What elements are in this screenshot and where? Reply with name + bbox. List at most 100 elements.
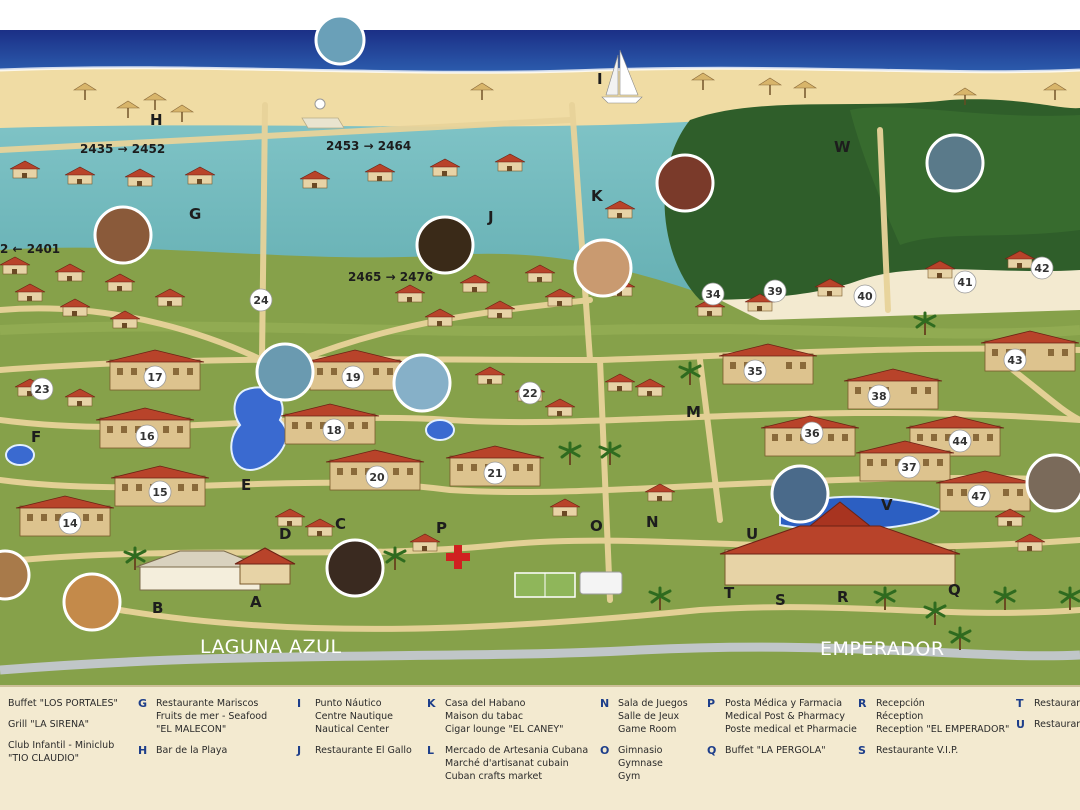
resort-map: 2435 → 2452 2453 → 2464 2465 → 2476 2 ← … bbox=[0, 0, 1080, 685]
marker-41[interactable]: 41 bbox=[953, 270, 977, 294]
marker-V[interactable]: V bbox=[881, 496, 893, 514]
marker-20-label: 20 bbox=[369, 471, 385, 484]
marker-K[interactable]: K bbox=[591, 187, 604, 205]
marker-41-label: 41 bbox=[957, 276, 972, 289]
marker-F[interactable]: F bbox=[31, 428, 41, 446]
legend-text: Restaurant bbox=[1034, 719, 1080, 730]
legend-letter: I bbox=[297, 697, 302, 710]
marker-40-label: 40 bbox=[857, 290, 873, 303]
marker-R[interactable]: R bbox=[837, 588, 849, 606]
marker-B[interactable]: B bbox=[152, 599, 163, 617]
legend-item: U Restaurant bbox=[1016, 718, 1080, 731]
marker-O[interactable]: O bbox=[590, 517, 603, 535]
legend-text: Restaurant bbox=[1034, 698, 1080, 709]
marker-24[interactable]: 24 bbox=[249, 288, 273, 312]
marker-C[interactable]: C bbox=[335, 515, 346, 533]
marker-H[interactable]: H bbox=[150, 111, 163, 129]
marker-19[interactable]: 19 bbox=[341, 365, 365, 389]
legend-text: Restaurante El Gallo bbox=[315, 745, 412, 756]
marker-34[interactable]: 34 bbox=[701, 282, 725, 306]
marker-14[interactable]: 14 bbox=[58, 511, 82, 535]
marker-Q[interactable]: Q bbox=[948, 581, 961, 599]
legend-text: Bar de la Playa bbox=[156, 745, 228, 756]
marker-21-label: 21 bbox=[487, 467, 502, 480]
marker-P[interactable]: P bbox=[436, 519, 447, 537]
marker-47-label: 47 bbox=[971, 490, 986, 503]
marker-37[interactable]: 37 bbox=[897, 455, 921, 479]
legend-letter: H bbox=[138, 744, 148, 757]
legend-text: Casa del Habano Maison du tabac Cigar lo… bbox=[445, 698, 564, 735]
marker-S[interactable]: S bbox=[775, 591, 786, 609]
marker-36[interactable]: 36 bbox=[800, 421, 824, 445]
marker-24-label: 24 bbox=[253, 294, 269, 307]
marker-47[interactable]: 47 bbox=[967, 484, 991, 508]
marker-N[interactable]: N bbox=[646, 513, 659, 531]
legend-item: G Restaurante Mariscos Fruits de mer - Se… bbox=[138, 697, 267, 736]
legend-letter: J bbox=[297, 744, 302, 757]
marker-22[interactable]: 22 bbox=[518, 381, 542, 405]
legend-letter: G bbox=[138, 697, 148, 710]
marker-16[interactable]: 16 bbox=[135, 424, 159, 448]
marker-E[interactable]: E bbox=[241, 476, 251, 494]
map-legend: Buffet "LOS PORTALES"Grill "LA SIRENA"Cl… bbox=[0, 685, 1080, 810]
marker-16-label: 16 bbox=[139, 430, 155, 443]
marker-T[interactable]: T bbox=[724, 584, 735, 602]
marker-G[interactable]: G bbox=[189, 205, 201, 223]
legend-letter: L bbox=[427, 744, 435, 757]
legend-letter: P bbox=[707, 697, 716, 710]
room-range-2453-2464: 2453 → 2464 bbox=[326, 139, 411, 153]
marker-35[interactable]: 35 bbox=[743, 359, 767, 383]
marker-J[interactable]: J bbox=[487, 208, 494, 226]
room-range-2401: 2 ← 2401 bbox=[0, 242, 60, 256]
marker-37-label: 37 bbox=[901, 461, 916, 474]
legend-letter: U bbox=[1016, 718, 1025, 731]
marker-W[interactable]: W bbox=[834, 138, 851, 156]
marker-35-label: 35 bbox=[747, 365, 762, 378]
legend-text: Recepción Réception Reception "EL EMPERA… bbox=[876, 698, 1010, 735]
marker-23[interactable]: 23 bbox=[30, 377, 54, 401]
marker-17[interactable]: 17 bbox=[143, 365, 167, 389]
marker-20[interactable]: 20 bbox=[365, 465, 389, 489]
marker-39[interactable]: 39 bbox=[763, 279, 787, 303]
marker-D[interactable]: D bbox=[279, 525, 291, 543]
marker-43[interactable]: 43 bbox=[1003, 348, 1027, 372]
marker-42[interactable]: 42 bbox=[1030, 256, 1054, 280]
marker-38[interactable]: 38 bbox=[867, 384, 891, 408]
legend-text: Buffet "LOS PORTALES" bbox=[8, 698, 118, 709]
marker-A[interactable]: A bbox=[250, 593, 262, 611]
legend-letter: T bbox=[1016, 697, 1024, 710]
room-range-2435-2452: 2435 → 2452 bbox=[80, 142, 165, 156]
marker-18[interactable]: 18 bbox=[322, 418, 346, 442]
bungalow-markers: 14 15 16 17 18 19 20 21 22 23 24 34 35 3… bbox=[30, 256, 1054, 535]
marker-15-label: 15 bbox=[152, 486, 167, 499]
legend-text: Gimnasio Gymnase Gym bbox=[618, 745, 663, 782]
marker-44-label: 44 bbox=[952, 435, 968, 448]
legend-item: H Bar de la Playa bbox=[138, 744, 267, 757]
legend-letter: N bbox=[600, 697, 610, 710]
legend-item: Buffet "LOS PORTALES" bbox=[8, 697, 118, 710]
marker-18-label: 18 bbox=[326, 424, 341, 437]
marker-40[interactable]: 40 bbox=[853, 284, 877, 308]
legend-letter: Q bbox=[707, 744, 717, 757]
marker-15[interactable]: 15 bbox=[148, 480, 172, 504]
legend-text: Restaurante Mariscos Fruits de mer - Sea… bbox=[156, 698, 268, 735]
marker-39-label: 39 bbox=[767, 285, 782, 298]
marker-44[interactable]: 44 bbox=[948, 429, 972, 453]
marker-34-label: 34 bbox=[705, 288, 721, 301]
marker-M[interactable]: M bbox=[686, 403, 701, 421]
marker-42-label: 42 bbox=[1034, 262, 1049, 275]
marker-22-label: 22 bbox=[522, 387, 537, 400]
marker-17-label: 17 bbox=[147, 371, 162, 384]
marker-21[interactable]: 21 bbox=[483, 461, 507, 485]
legend-column-1: Buffet "LOS PORTALES"Grill "LA SIRENA"Cl… bbox=[8, 697, 118, 773]
marker-19-label: 19 bbox=[345, 371, 360, 384]
marker-I[interactable]: I bbox=[597, 70, 603, 88]
marker-U[interactable]: U bbox=[746, 525, 758, 543]
